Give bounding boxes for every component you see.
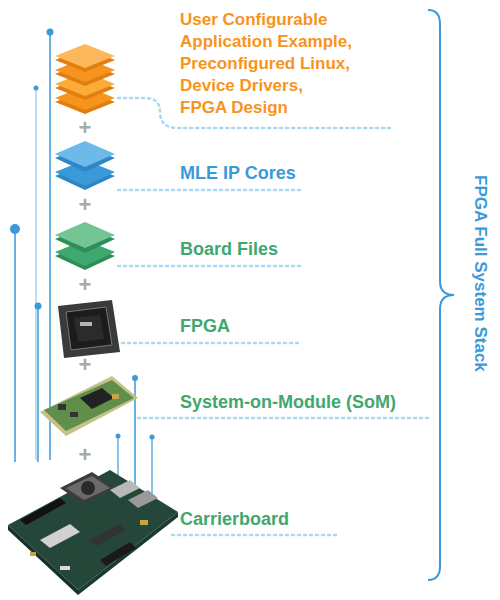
leader-line: [172, 534, 340, 537]
layer-label: Carrierboard: [180, 508, 289, 530]
component: [40, 524, 80, 548]
som-pcb: [40, 376, 138, 436]
pin-line: [49, 32, 51, 460]
port: [110, 480, 140, 498]
som-component: [112, 394, 119, 399]
pins: [10, 29, 155, 531]
brace-bracket: [428, 10, 454, 580]
som-pcb-top: [44, 380, 134, 431]
fpga-chip: [58, 300, 120, 358]
leader-line: [118, 265, 300, 268]
layer: [55, 44, 115, 68]
carrierboard: [8, 470, 178, 595]
port: [128, 490, 158, 508]
plus-sign: +: [75, 354, 95, 376]
board-files-icon: [55, 222, 115, 270]
plus-sign: +: [75, 274, 95, 296]
chip-substrate: [58, 300, 120, 358]
pin-dot: [10, 224, 20, 234]
software-stack-icon: [55, 44, 115, 114]
leader-line: [118, 189, 300, 192]
layer-label: System-on-Module (SoM): [180, 391, 396, 413]
layer-label: FPGA: [180, 315, 230, 337]
leader-line: [122, 342, 300, 345]
component: [30, 552, 36, 556]
bracket-label: FPGA Full System Stack: [469, 175, 491, 372]
carrier-edge: [78, 512, 178, 595]
fan-hub: [81, 481, 95, 495]
pin-line: [35, 88, 36, 460]
chip-lid: [66, 307, 112, 350]
som-component: [70, 412, 78, 417]
carrier-pcb: [8, 470, 178, 590]
som-chip: [80, 388, 114, 409]
ip-cores-icon: [55, 141, 115, 190]
component: [90, 524, 126, 546]
component: [60, 566, 70, 570]
leader-line: [138, 417, 430, 420]
pin-line: [14, 229, 16, 462]
chip-die: [74, 315, 104, 342]
layer: [55, 141, 115, 167]
leader-lines: [118, 98, 430, 535]
pin-dot: [150, 435, 155, 440]
plus-sign: +: [75, 194, 95, 216]
pin-dot: [47, 29, 54, 36]
connector: [20, 498, 66, 525]
pin-dot: [116, 434, 121, 439]
layer-label: MLE IP Cores: [180, 162, 296, 184]
fan: [66, 476, 110, 500]
component: [140, 520, 148, 525]
layer-label: Board Files: [180, 238, 278, 260]
layer: [55, 222, 115, 248]
layer-label: User Configurable Application Example, P…: [180, 9, 354, 119]
plus-sign: +: [75, 117, 95, 139]
pin-dot: [34, 86, 39, 91]
som-board: [40, 376, 138, 436]
pin-line: [37, 306, 39, 462]
plus-sign: +: [75, 444, 95, 466]
som-component: [58, 404, 66, 410]
chip-marking: [80, 322, 92, 326]
pin-dot: [35, 303, 42, 310]
heatsink: [60, 472, 116, 504]
component: [100, 542, 136, 566]
pin-dot: [132, 375, 138, 381]
